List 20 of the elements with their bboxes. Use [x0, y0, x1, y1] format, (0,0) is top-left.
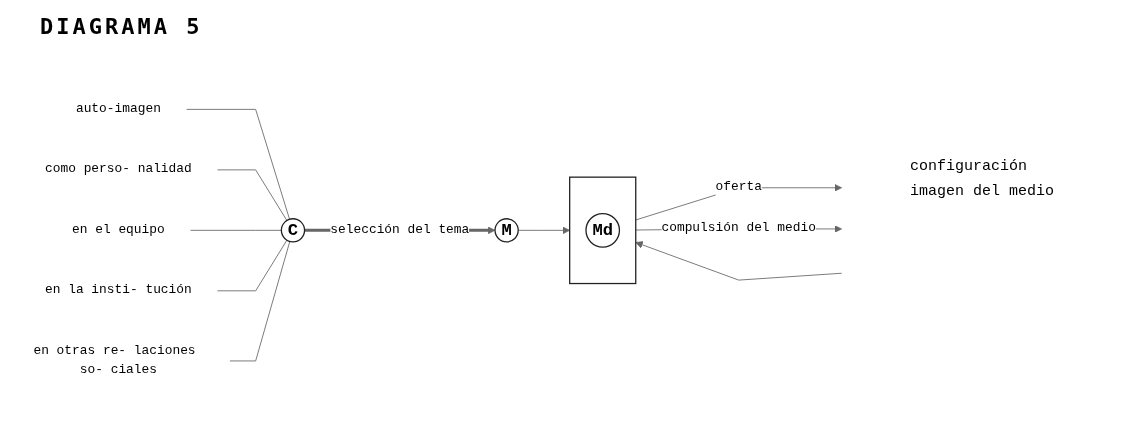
node-text: auto-imagen [75, 101, 161, 117]
node-circle: Md [585, 212, 621, 248]
edge-label: oferta [715, 179, 762, 195]
node-circle: C [280, 218, 306, 243]
node-text: en la insti- tución [45, 282, 192, 298]
node-text: en el equipo [72, 222, 165, 237]
node-text: como perso- nalidad [45, 161, 192, 177]
connector [186, 108, 290, 220]
edge-label: selección del tema [330, 222, 470, 237]
connector [217, 169, 288, 221]
note-text: configuración [910, 158, 1029, 175]
connector [229, 241, 291, 362]
edge-label: compulsión del medio [661, 221, 816, 236]
note-text: imagen del medio [910, 183, 1056, 200]
connector [190, 229, 282, 231]
cluster [569, 176, 637, 285]
connector [217, 239, 288, 292]
node-circle: M [494, 218, 519, 243]
diagram-title: DIAGRAMA 5 [40, 14, 203, 39]
node-text: en otras re- laciones so- ciales [33, 343, 196, 378]
